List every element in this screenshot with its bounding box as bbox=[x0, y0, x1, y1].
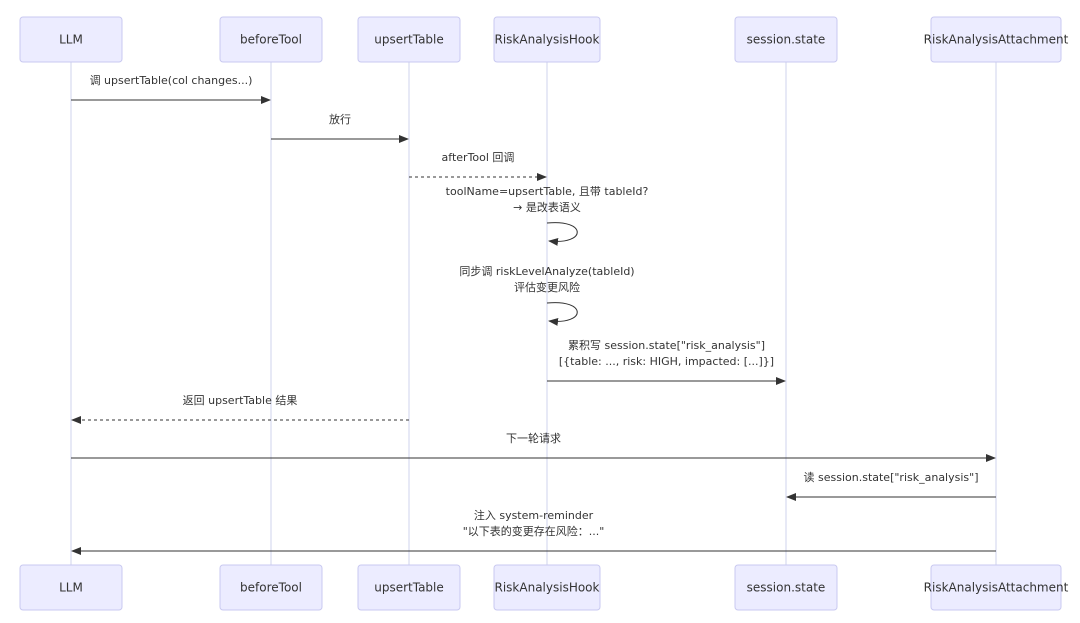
message-label: "以下表的变更存在风险：..." bbox=[463, 524, 605, 538]
actor-state-bottom: session.state bbox=[734, 564, 838, 611]
actor-attach-top: RiskAnalysisAttachment bbox=[924, 16, 1069, 63]
actor-label: beforeTool bbox=[240, 33, 302, 47]
message-2: 放行 bbox=[271, 112, 409, 143]
self-arrow bbox=[546, 302, 578, 326]
message-label: 读 session.state["risk_analysis"] bbox=[804, 470, 979, 484]
message-label: 注入 system-reminder bbox=[474, 508, 594, 522]
message-label: toolName=upsertTable, 且带 tableId? bbox=[446, 185, 649, 198]
actor-llm-bottom: LLM bbox=[19, 564, 123, 611]
actor-state-top: session.state bbox=[734, 16, 838, 63]
actor-label: beforeTool bbox=[240, 581, 302, 595]
actor-hook-bottom: RiskAnalysisHook bbox=[493, 564, 601, 611]
message-label: [{table: ..., risk: HIGH, impacted: [...… bbox=[559, 355, 774, 368]
message-label: afterTool 回调 bbox=[442, 151, 515, 164]
message-label: 累积写 session.state["risk_analysis"] bbox=[568, 339, 765, 352]
actor-label: RiskAnalysisAttachment bbox=[924, 33, 1069, 47]
actor-box bbox=[357, 16, 461, 63]
actor-box bbox=[930, 16, 1062, 63]
actor-box bbox=[734, 16, 838, 63]
actor-box bbox=[493, 16, 601, 63]
actor-beforeTool-top: beforeTool bbox=[219, 16, 323, 63]
actor-label: LLM bbox=[59, 33, 83, 47]
actor-hook-top: RiskAnalysisHook bbox=[493, 16, 601, 63]
message-8: 下一轮请求 bbox=[71, 431, 996, 462]
actor-beforeTool-bottom: beforeTool bbox=[219, 564, 323, 611]
message-label: 调 upsertTable(col changes...) bbox=[90, 74, 253, 87]
actor-label: session.state bbox=[747, 581, 826, 595]
message-label: 放行 bbox=[329, 112, 351, 126]
actor-upsertTable-bottom: upsertTable bbox=[357, 564, 461, 611]
actor-label: RiskAnalysisHook bbox=[495, 581, 600, 595]
actor-label: RiskAnalysisHook bbox=[495, 33, 600, 47]
message-10: 注入 system-reminder "以下表的变更存在风险：..." bbox=[71, 508, 996, 555]
message-5: 同步调 riskLevelAnalyze(tableId) 评估变更风险 bbox=[459, 265, 635, 326]
actor-label: LLM bbox=[59, 581, 83, 595]
message-label: 下一轮请求 bbox=[506, 431, 561, 445]
message-1: 调 upsertTable(col changes...) bbox=[71, 74, 271, 104]
message-label: 评估变更风险 bbox=[514, 280, 580, 294]
actor-box bbox=[930, 564, 1062, 611]
actor-box bbox=[219, 16, 323, 63]
actor-box bbox=[493, 564, 601, 611]
actor-label: RiskAnalysisAttachment bbox=[924, 581, 1069, 595]
actor-box bbox=[219, 564, 323, 611]
message-6: 累积写 session.state["risk_analysis"] [{tabl… bbox=[547, 339, 786, 385]
actor-llm-top: LLM bbox=[19, 16, 123, 63]
message-7: 返回 upsertTable 结果 bbox=[71, 394, 409, 424]
actor-label: upsertTable bbox=[374, 581, 444, 595]
actor-upsertTable-top: upsertTable bbox=[357, 16, 461, 63]
message-4: toolName=upsertTable, 且带 tableId? → 是改表语义 bbox=[446, 185, 649, 246]
self-arrow bbox=[546, 222, 578, 246]
message-9: 读 session.state["risk_analysis"] bbox=[786, 470, 996, 501]
actor-attach-bottom: RiskAnalysisAttachment bbox=[924, 564, 1069, 611]
actor-box bbox=[734, 564, 838, 611]
message-label: 返回 upsertTable 结果 bbox=[183, 394, 298, 407]
actor-box bbox=[19, 16, 123, 63]
actor-label: upsertTable bbox=[374, 33, 444, 47]
actor-box bbox=[357, 564, 461, 611]
message-label: → 是改表语义 bbox=[513, 200, 581, 214]
actor-label: session.state bbox=[747, 33, 826, 47]
message-3: afterTool 回调 bbox=[409, 151, 547, 181]
actor-box bbox=[19, 564, 123, 611]
message-label: 同步调 riskLevelAnalyze(tableId) bbox=[459, 265, 634, 278]
